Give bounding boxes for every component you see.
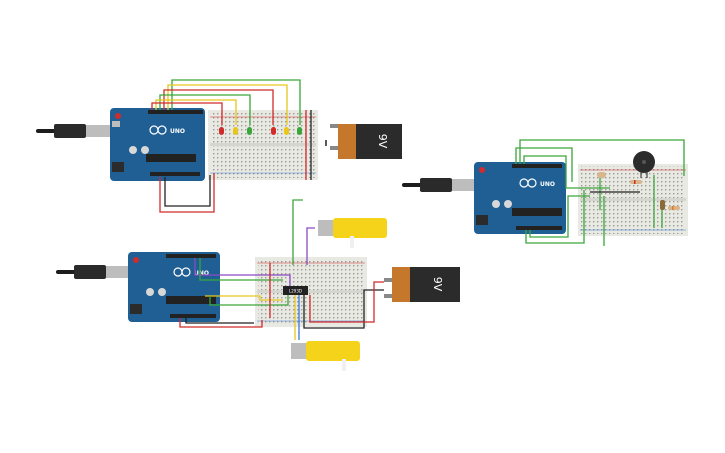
buzzer[interactable] xyxy=(633,151,655,178)
battery-label: 9V xyxy=(431,277,444,292)
arduino-uno-2[interactable]: UNO xyxy=(128,252,220,322)
reset-button[interactable] xyxy=(479,167,485,173)
arduino-uno-3[interactable]: UNO xyxy=(474,162,566,234)
led-red-2[interactable] xyxy=(271,127,276,135)
board-label: UNO xyxy=(170,128,185,135)
arduino-uno-1[interactable]: UNO xyxy=(110,108,205,181)
usb-cable-1[interactable] xyxy=(36,124,110,138)
led-yellow-2[interactable] xyxy=(284,127,289,135)
reset-button[interactable] xyxy=(115,113,121,119)
breadboard-1[interactable] xyxy=(208,110,318,180)
wires-2[interactable] xyxy=(179,199,384,340)
usb-cable-3[interactable] xyxy=(402,178,476,192)
photoresistor[interactable] xyxy=(597,172,606,178)
resistor-1[interactable] xyxy=(630,180,642,184)
reset-button[interactable] xyxy=(133,257,139,263)
battery-9v-2[interactable]: 9V xyxy=(384,267,460,302)
resistor-2[interactable] xyxy=(668,206,680,210)
breadboard-3[interactable] xyxy=(578,164,688,236)
resistor-3[interactable] xyxy=(660,200,665,210)
wires-3[interactable] xyxy=(515,139,685,246)
battery-9v-1[interactable]: 9V xyxy=(330,124,402,159)
circuit-buzzer-sensor: UNO xyxy=(402,139,688,246)
board-label: UNO xyxy=(194,270,209,277)
arduino-logo-icon xyxy=(149,125,167,135)
arduino-logo-icon xyxy=(519,178,537,188)
led-red-1[interactable] xyxy=(219,127,224,135)
dc-motor-top[interactable] xyxy=(318,218,387,248)
led-green-2[interactable] xyxy=(297,127,302,135)
circuit-traffic-lights: UNO xyxy=(36,79,402,213)
breadboard-2[interactable] xyxy=(255,257,367,327)
battery-label: 9V xyxy=(376,134,389,149)
led-yellow-1[interactable] xyxy=(233,127,238,135)
board-label: UNO xyxy=(540,181,555,188)
wires-1[interactable] xyxy=(151,79,327,213)
led-green-1[interactable] xyxy=(247,127,252,135)
dc-motor-bottom[interactable] xyxy=(291,341,360,371)
arduino-logo-icon xyxy=(173,267,191,277)
circuit-motor-driver: UNO L293D xyxy=(56,199,460,371)
motor-driver-chip[interactable]: L293D xyxy=(283,286,308,295)
led-row xyxy=(219,127,302,135)
usb-cable-2[interactable] xyxy=(56,265,130,279)
chip-label: L293D xyxy=(289,289,302,294)
